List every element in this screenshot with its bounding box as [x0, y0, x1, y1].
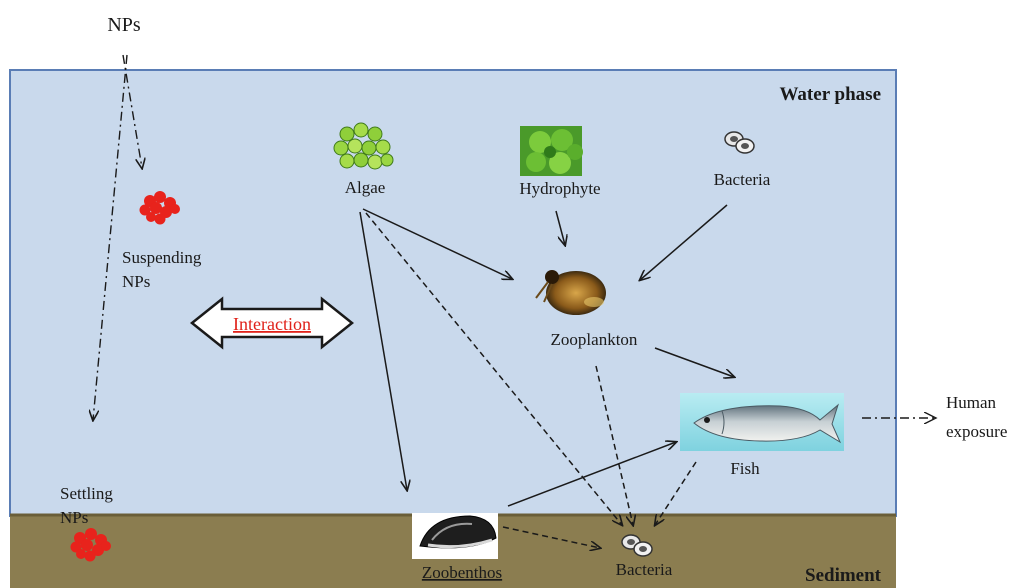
human-exposure-label-line2: exposure [946, 422, 1007, 441]
zoobenthos-label: Zoobenthos [422, 563, 502, 582]
fish-label: Fish [730, 459, 760, 478]
suspending-label-line1: Suspending [122, 248, 202, 267]
settling-label-line2: NPs [60, 508, 88, 527]
nps-source-label: NPs [107, 14, 141, 36]
fish-icon [680, 393, 844, 451]
settling-label-line1: Settling [60, 484, 113, 503]
suspending-label-line2: NPs [122, 272, 150, 291]
hydrophyte-label: Hydrophyte [519, 179, 600, 198]
interaction-label: Interaction [233, 314, 311, 334]
algae-label: Algae [345, 178, 386, 197]
bacteria-sediment-label: Bacteria [616, 560, 673, 579]
human-exposure-label-line1: Human [946, 393, 997, 412]
water-phase-label: Water phase [779, 84, 881, 105]
zoobenthos-icon [412, 513, 498, 559]
zooplankton-label: Zooplankton [551, 330, 638, 349]
bacteria-water-label: Bacteria [714, 170, 771, 189]
sediment-label: Sediment [805, 565, 882, 586]
hydrophyte-icon [520, 126, 583, 176]
